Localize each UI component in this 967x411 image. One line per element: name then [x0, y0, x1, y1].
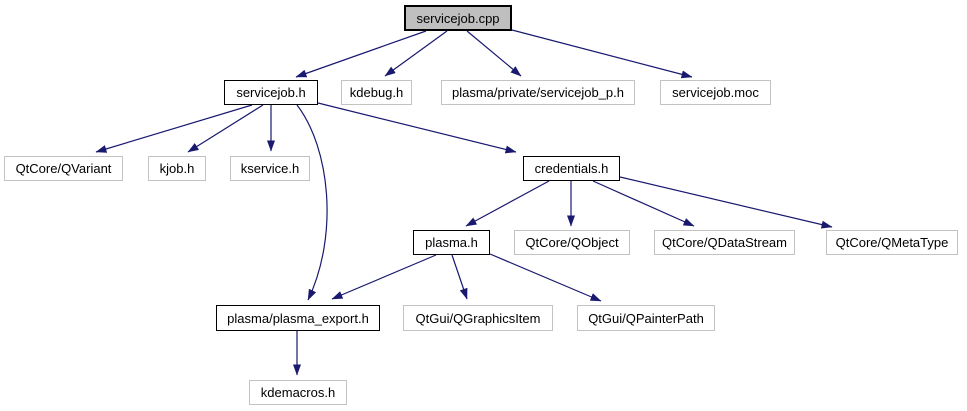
edge-servicejob-cpp-to-servicejob-p-h — [466, 30, 522, 77]
node-servicejob-moc: servicejob.moc — [660, 80, 771, 105]
node-servicejob-cpp: servicejob.cpp — [404, 5, 512, 31]
edge-servicejob-cpp-to-kdebug-h — [384, 30, 448, 77]
node-plasma-h[interactable]: plasma.h — [413, 230, 490, 255]
node-servicejob-p-h: plasma/private/servicejob_p.h — [441, 80, 635, 105]
edge-credentials-h-to-qtcore-qdatastream — [592, 180, 695, 227]
edge-plasma-h-to-qtgui-qpainterpath — [489, 253, 602, 302]
edge-credentials-h-to-plasma-h — [465, 180, 550, 227]
node-qtgui-qpainterpath: QtGui/QPainterPath — [577, 305, 715, 331]
edge-servicejob-h-to-plasma-export-h — [296, 104, 328, 301]
edge-plasma-h-to-plasma-export-h — [331, 254, 437, 300]
edge-plasma-h-to-qtgui-qgraphicsitem — [451, 254, 468, 300]
node-kdemacros-h: kdemacros.h — [249, 380, 347, 405]
edge-servicejob-h-to-qtcore-qvariant — [95, 104, 253, 153]
edge-servicejob-cpp-to-servicejob-h — [295, 30, 427, 78]
edge-credentials-h-to-qtcore-qmetatype — [619, 176, 833, 229]
edge-servicejob-h-to-credentials-h — [317, 102, 517, 154]
node-plasma-export-h[interactable]: plasma/plasma_export.h — [216, 305, 380, 331]
node-qtcore-qvariant: QtCore/QVariant — [4, 156, 123, 181]
node-credentials-h[interactable]: credentials.h — [523, 156, 620, 181]
node-qtcore-qdatastream: QtCore/QDataStream — [654, 230, 795, 255]
node-qtcore-qmetatype: QtCore/QMetaType — [826, 230, 958, 255]
node-kservice-h: kservice.h — [230, 156, 310, 181]
node-servicejob-h[interactable]: servicejob.h — [224, 80, 318, 105]
node-qtgui-qgraphicsitem: QtGui/QGraphicsItem — [403, 305, 553, 331]
node-kjob-h: kjob.h — [148, 156, 206, 181]
edge-servicejob-h-to-kjob-h — [187, 104, 264, 153]
node-qtcore-qobject: QtCore/QObject — [514, 230, 630, 255]
edge-servicejob-cpp-to-servicejob-moc — [511, 29, 693, 79]
node-kdebug-h: kdebug.h — [341, 80, 412, 105]
